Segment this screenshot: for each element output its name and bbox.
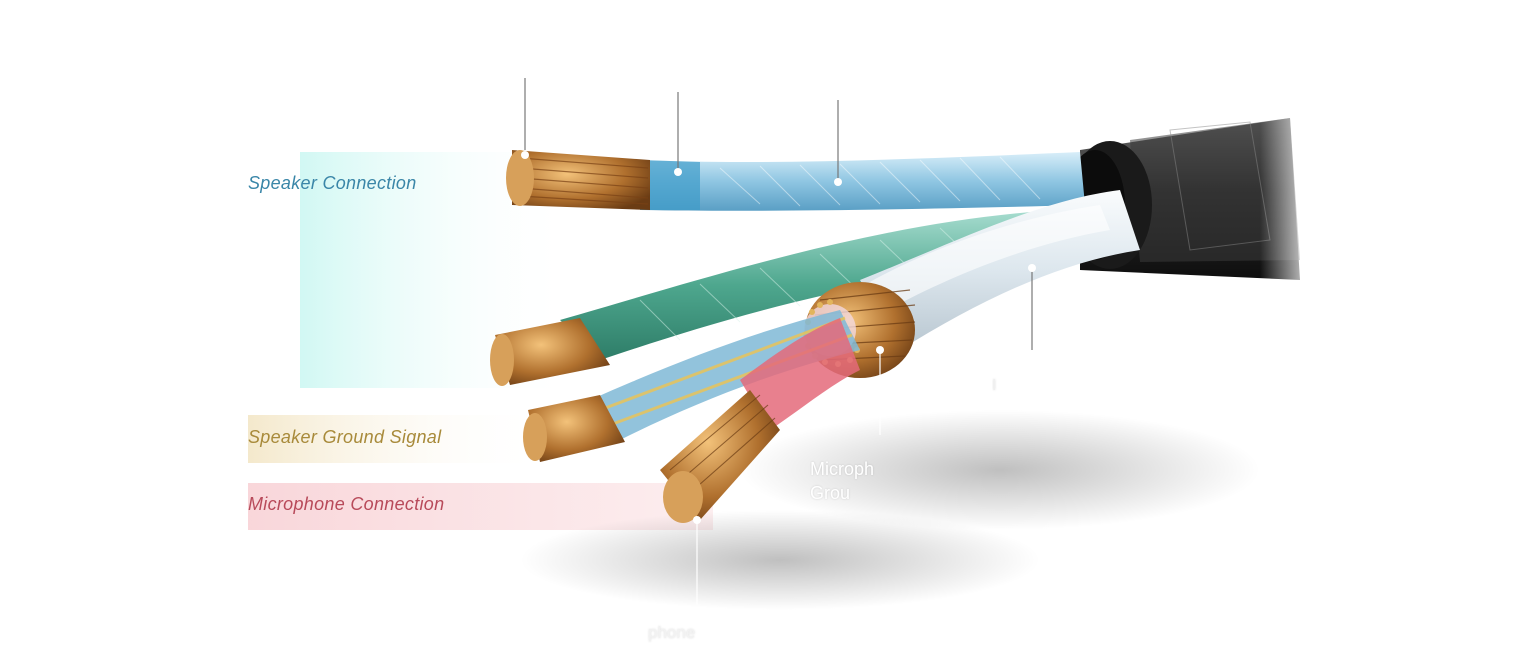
white-insulation <box>840 190 1140 350</box>
pointer-dots <box>521 151 1036 524</box>
microphone-ground-line-1: Microph <box>810 459 875 479</box>
microphone-connection-label: Microphone Connection <box>248 494 445 514</box>
speaker-ground-wire <box>523 310 860 462</box>
mic-wire <box>660 318 860 523</box>
ground-highlight-band <box>248 415 548 463</box>
microphone-ground-line-2: Grou <box>810 483 851 503</box>
speaker-wire <box>506 150 1085 211</box>
microphone-bottom-label: phone <box>648 623 696 642</box>
jacket-label: I <box>992 377 997 394</box>
pointer-lines <box>524 78 1033 605</box>
microphone-ground-label: Microph Grou <box>810 457 890 505</box>
speaker-ground-signal-label: Speaker Ground Signal <box>248 427 442 447</box>
speaker-connection-label: Speaker Connection <box>248 173 417 193</box>
